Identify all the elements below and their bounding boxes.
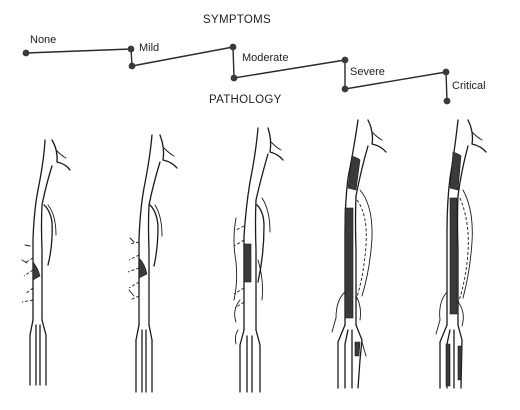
node-critical-bottom	[444, 98, 451, 105]
node-none	[23, 50, 30, 57]
node-severe-bottom	[342, 86, 349, 93]
symptoms-header: SYMPTOMS	[203, 14, 271, 26]
node-mild-top	[128, 46, 135, 53]
label-none: None	[30, 34, 56, 46]
node-critical-top	[443, 69, 450, 76]
artery-mild	[128, 135, 177, 392]
label-critical: Critical	[452, 80, 486, 92]
artery-severe	[332, 120, 386, 388]
node-moderate-bottom	[231, 75, 238, 82]
artery-critical	[436, 120, 486, 388]
pathology-header: PATHOLOGY	[209, 94, 282, 106]
artery-none	[22, 140, 70, 385]
node-moderate-top	[230, 44, 237, 51]
node-mild-bottom	[129, 63, 136, 70]
label-mild: Mild	[139, 42, 159, 54]
node-severe-top	[342, 57, 349, 64]
label-severe: Severe	[350, 66, 385, 78]
label-moderate: Moderate	[242, 52, 288, 64]
artery-moderate	[234, 128, 283, 392]
